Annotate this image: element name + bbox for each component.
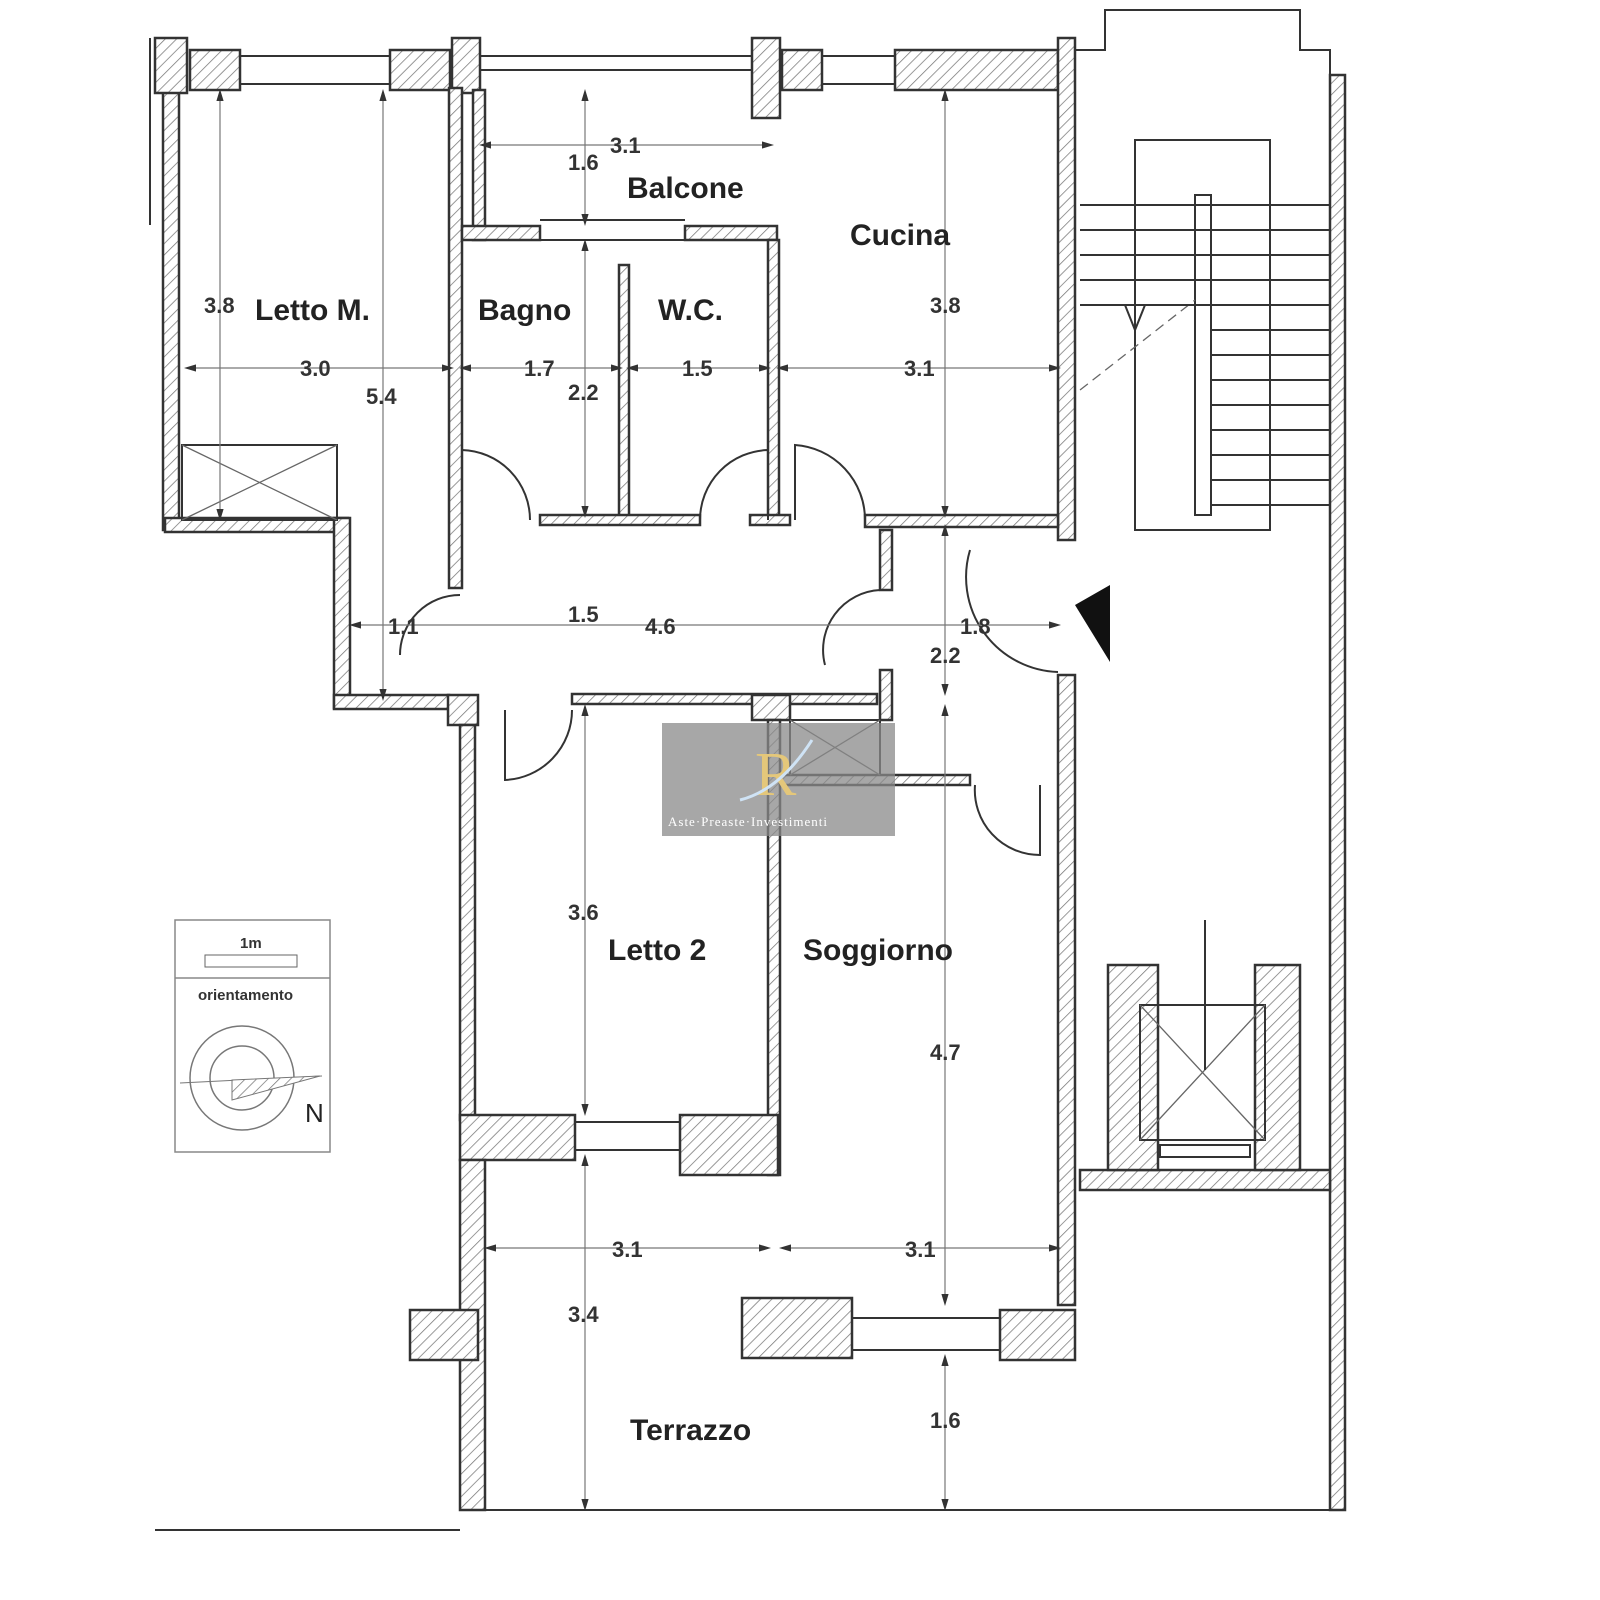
- dim-label-soggiorno-h: 4.7: [930, 1040, 961, 1065]
- wall-segment: [408, 1308, 480, 1362]
- wall-segment: [683, 224, 779, 242]
- compass-icon: [179, 1025, 323, 1131]
- room-label-soggiorno: Soggiorno: [803, 934, 953, 967]
- wall-segment: [863, 513, 1060, 529]
- dim-label-bagno-h: 2.2: [568, 380, 599, 405]
- wall-segment: [766, 238, 781, 525]
- room-label-balcone: Balcone: [627, 172, 744, 205]
- dim-label-terrazzo-h-left: 3.4: [568, 1302, 599, 1327]
- wall-segment: [748, 513, 792, 527]
- room-label-wc: W.C.: [658, 294, 723, 327]
- wall-segment: [893, 48, 1060, 92]
- dim-label-entry-h: 2.2: [930, 643, 961, 668]
- wall-segment: [998, 1308, 1077, 1362]
- dim-label-letto-m-depth: 5.4: [366, 384, 397, 409]
- dim-label-corridor-len: 4.6: [645, 614, 676, 639]
- wall-segment: [446, 693, 480, 727]
- dimension-lines: [184, 89, 1061, 1511]
- watermark-tagline: Aste·Preaste·Investimenti: [668, 814, 828, 829]
- wall-segment: [153, 36, 189, 95]
- wall-segment: [878, 528, 894, 592]
- door-letto-2: [504, 709, 574, 782]
- door-bagno: [461, 448, 531, 521]
- wall-segment: [471, 88, 487, 242]
- wall-segment: [538, 513, 702, 527]
- wall-segment: [1106, 963, 1160, 1172]
- dim-label-bagno-w: 1.7: [524, 356, 555, 381]
- north-label: N: [305, 1098, 324, 1128]
- wall-segment: [740, 1296, 854, 1360]
- dim-label-terrazzo-h-right: 1.6: [930, 1408, 961, 1433]
- door-letto-m: [399, 594, 461, 656]
- dim-label-wc-w: 1.5: [682, 356, 713, 381]
- wall-segment: [878, 668, 894, 722]
- svg-text:R: R: [755, 741, 797, 809]
- door-entrance: [965, 549, 1059, 673]
- doors: [399, 443, 1059, 857]
- watermark-logo: R Aste·Preaste·Investimenti: [662, 723, 895, 836]
- dim-label-balcone-w: 3.1: [610, 133, 641, 158]
- scale-label: 1m: [240, 935, 262, 952]
- wall-segment: [460, 224, 542, 242]
- staircase: [1079, 139, 1330, 531]
- wall-segment: [678, 1113, 780, 1177]
- wall-segment: [1078, 1168, 1332, 1192]
- dim-label-letto-2-h: 3.6: [568, 900, 599, 925]
- orientation-label: orientamento: [198, 987, 293, 1004]
- wall-segment: [447, 86, 464, 590]
- windows: [240, 55, 1000, 1351]
- dim-label-letto-m-w: 3.0: [300, 356, 331, 381]
- wall-segment: [188, 48, 242, 92]
- dim-label-terrazzo-w-right: 3.1: [905, 1237, 936, 1262]
- wall-segment: [750, 36, 782, 120]
- wall-segment: [570, 692, 879, 706]
- elevator: [1139, 920, 1266, 1158]
- dim-label-corridor-a: 1.1: [388, 614, 419, 639]
- door-cucina: [794, 443, 867, 521]
- dim-label-letto-m-h: 3.8: [204, 293, 235, 318]
- wall-segment: [1056, 673, 1077, 1307]
- plan-outline: [149, 9, 1345, 1531]
- entrance-arrow-icon: [1075, 585, 1110, 662]
- wall-segment: [1328, 73, 1347, 1512]
- wall-segment: [458, 1113, 577, 1162]
- wall-segment: [780, 48, 824, 92]
- dim-label-balcone-h: 1.6: [568, 150, 599, 175]
- wall-segment: [750, 693, 792, 722]
- wall-segment: [332, 516, 352, 710]
- room-label-bagno: Bagno: [478, 294, 571, 327]
- scale-bar: [204, 954, 298, 968]
- room-label-letto-m: Letto M.: [255, 294, 370, 327]
- dim-label-entry-w: 1.8: [960, 614, 991, 639]
- dimension-labels: 3.8 3.0 5.4 3.1 1.6 1.7 2.2 1.5 3.1 3.8 1.1 1.5 4.6 1…: [204, 133, 991, 1433]
- room-label-terrazzo: Terrazzo: [630, 1414, 751, 1447]
- door-corridor: [822, 589, 881, 666]
- dim-label-cucina-w: 3.1: [904, 356, 935, 381]
- door-soggiorno: [973, 784, 1041, 857]
- wall-segment: [450, 36, 482, 95]
- walls: [153, 36, 1347, 1512]
- room-label-cucina: Cucina: [850, 219, 950, 252]
- legend-box: 1m orientamento N: [174, 919, 331, 1153]
- wall-segment: [617, 263, 631, 525]
- wall-segment: [161, 90, 181, 532]
- dim-label-terrazzo-w-left: 3.1: [612, 1237, 643, 1262]
- wardrobe-letto-m: [181, 444, 338, 521]
- wall-segment: [1253, 963, 1302, 1172]
- wall-segment: [388, 48, 452, 92]
- room-label-letto-2: Letto 2: [608, 934, 706, 967]
- wall-segment: [458, 723, 477, 1122]
- dim-label-cucina-h: 3.8: [930, 293, 961, 318]
- door-wc: [699, 448, 769, 521]
- wall-segment: [1056, 36, 1077, 542]
- dim-label-corridor-b: 1.5: [568, 602, 599, 627]
- wall-segment: [332, 693, 451, 711]
